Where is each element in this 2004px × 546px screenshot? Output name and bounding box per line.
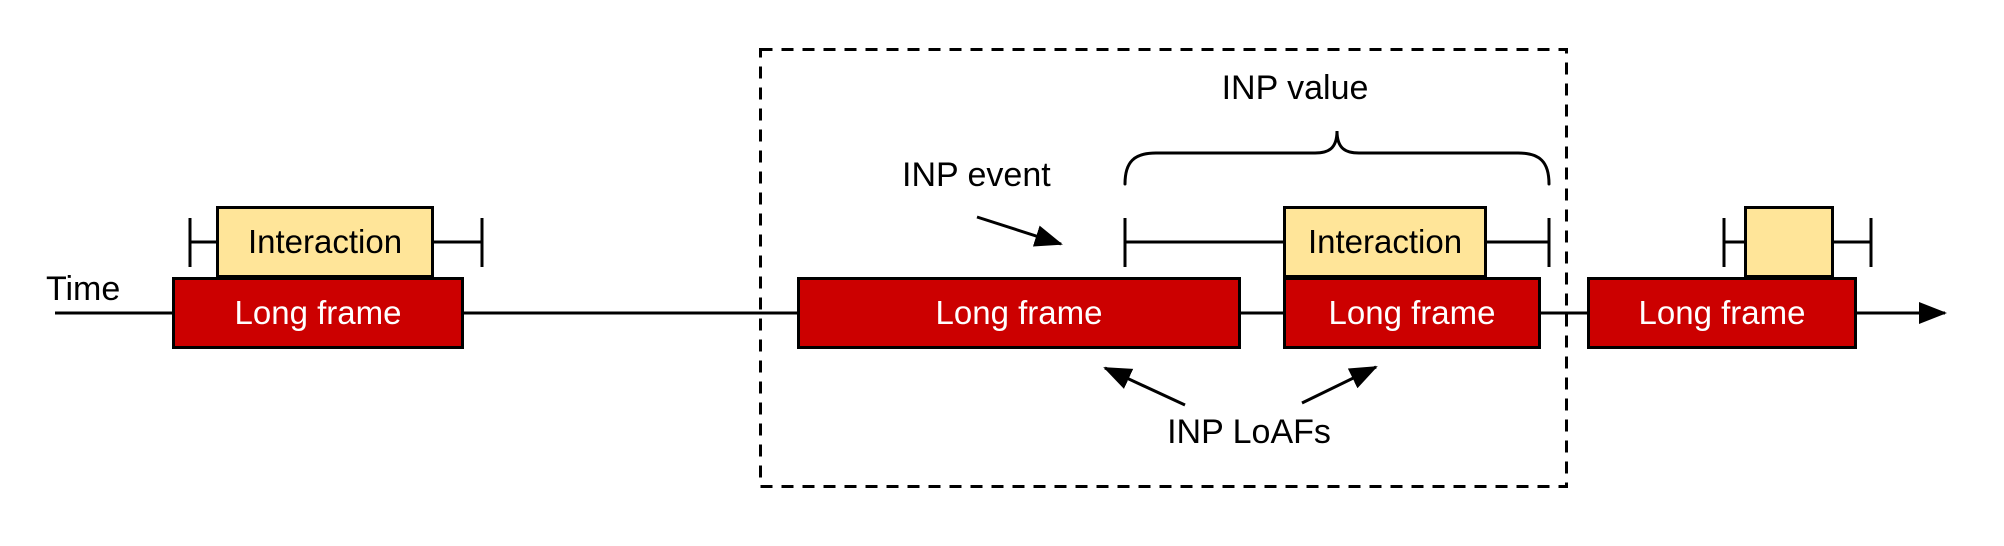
inp-loafs-arrow-right bbox=[1301, 365, 1378, 405]
inp-value-label: INP value bbox=[1221, 69, 1369, 107]
long-frame-box-1: Long frame bbox=[172, 277, 464, 349]
long-frame-box-3: Long frame bbox=[1283, 277, 1541, 349]
inp-value-brace bbox=[1123, 130, 1551, 186]
long-frame-label: Long frame bbox=[234, 294, 402, 331]
interaction-3-whisker bbox=[1722, 218, 1873, 267]
long-frame-label: Long frame bbox=[1638, 294, 1806, 331]
interaction-box-2: Interaction bbox=[1283, 206, 1487, 278]
long-frame-label: Long frame bbox=[1328, 294, 1496, 331]
inp-event-arrow bbox=[976, 215, 1063, 247]
long-frame-box-4: Long frame bbox=[1587, 277, 1857, 349]
time-axis-label: Time bbox=[46, 270, 121, 308]
long-frame-label: Long frame bbox=[935, 294, 1103, 331]
interaction-box-1: Interaction bbox=[216, 206, 434, 278]
long-frame-box-2: Long frame bbox=[797, 277, 1241, 349]
inp-loafs-arrow-left bbox=[1103, 366, 1186, 407]
inp-dashed-highlight-box bbox=[759, 48, 1568, 488]
interaction-box-3 bbox=[1744, 206, 1834, 278]
interaction-1-whisker bbox=[188, 218, 484, 267]
interaction-label: Interaction bbox=[1307, 223, 1463, 260]
interaction-label: Interaction bbox=[247, 223, 403, 260]
inp-event-label: INP event bbox=[902, 156, 1051, 194]
inp-loafs-label: INP LoAFs bbox=[1167, 413, 1331, 451]
inp-interaction-whisker bbox=[1123, 218, 1551, 267]
